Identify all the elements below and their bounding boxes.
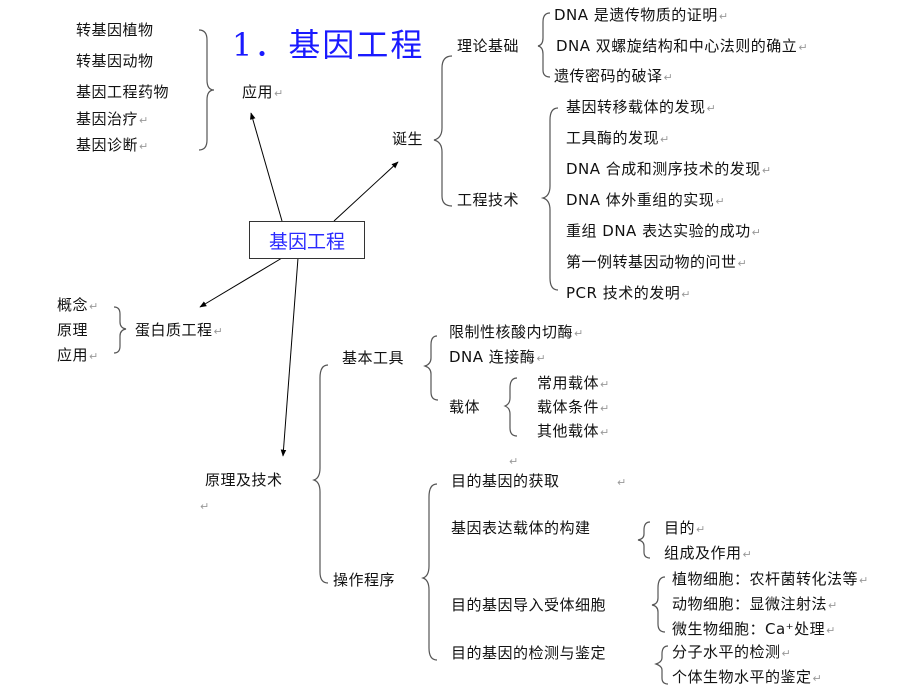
step4-item: 个体生物水平的鉴定↵ (672, 668, 823, 686)
center-node: 基因工程 (249, 221, 365, 259)
step3-item: 植物细胞：农杆菌转化法等↵ (672, 570, 869, 588)
step4-item: 分子水平的检测↵ (672, 643, 792, 661)
page-title: 1．基因工程 (232, 26, 425, 64)
procedure-label: 操作程序 (333, 571, 396, 589)
engineering-item: 第一例转基因动物的问世↵ (566, 253, 748, 271)
brace-principle (312, 364, 329, 584)
brace-birth (433, 55, 453, 207)
application-label: 应用↵ (242, 83, 284, 101)
procedure-step: 基因表达载体的构建 (451, 519, 591, 537)
protein-item: 概念↵ (57, 296, 99, 314)
tools-item: 限制性核酸内切酶↵ (449, 323, 584, 341)
tools-item: DNA 连接酶↵ (449, 348, 547, 366)
brace-protein (113, 306, 127, 354)
principle-label: 原理及技术 (205, 471, 283, 489)
step2-item: 目的↵ (664, 519, 706, 537)
theory-item: 遗传密码的破译↵ (554, 67, 674, 85)
return-mark: ↵ (200, 500, 210, 513)
protein-item: 应用↵ (57, 346, 99, 364)
protein-label: 蛋白质工程↵ (135, 321, 224, 339)
engineering-item: DNA 合成和测序技术的发现↵ (566, 160, 772, 178)
engineering-item: PCR 技术的发明↵ (566, 284, 691, 302)
vector-item: 其他载体↵ (537, 422, 610, 440)
engineering-item: 重组 DNA 表达实验的成功↵ (566, 222, 762, 240)
procedure-step: 目的基因的检测与鉴定 (451, 644, 607, 662)
application-item: 基因工程药物 (76, 83, 170, 101)
procedure-step: 目的基因导入受体细胞 (451, 596, 607, 614)
application-item: 基因治疗↵ (76, 110, 149, 128)
step3-item: 动物细胞：显微注射法↵ (672, 595, 838, 613)
return-mark: ↵ (617, 476, 627, 489)
return-mark: ↵ (509, 455, 519, 468)
brace-vector (503, 377, 518, 437)
application-item: 转基因动物 (76, 52, 154, 70)
brace-application (198, 29, 215, 151)
application-item: 转基因植物 (76, 21, 154, 39)
center-node-label: 基因工程 (268, 230, 345, 253)
protein-item: 原理 (57, 321, 89, 339)
brace-step3 (651, 576, 666, 633)
theory-item: DNA 是遗传物质的证明↵ (554, 6, 729, 24)
step2-item: 组成及作用↵ (664, 544, 753, 562)
procedure-step: 目的基因的获取 (451, 472, 560, 490)
arrow-to-protein (199, 257, 283, 308)
brace-tools (423, 335, 439, 401)
brace-engineering (540, 107, 559, 291)
brace-step4 (654, 645, 669, 685)
tools-label: 基本工具 (342, 349, 405, 367)
theory-item: DNA 双螺旋结构和中心法则的确立↵ (556, 37, 809, 55)
engineering-item: 基因转移载体的发现↵ (566, 98, 717, 116)
engineering-item: 工具酶的发现↵ (566, 129, 670, 147)
brace-step2 (637, 521, 651, 559)
engineering-item: DNA 体外重组的实现↵ (566, 191, 726, 209)
application-item: 基因诊断↵ (76, 136, 149, 154)
vector-item: 载体条件↵ (537, 398, 610, 416)
theory-label: 理论基础 (457, 37, 520, 55)
brace-procedure (421, 483, 438, 661)
arrow-to-principle (280, 257, 299, 457)
brace-theory (537, 12, 551, 78)
vector-item: 常用载体↵ (537, 374, 610, 392)
arrow-to-application (250, 112, 283, 222)
arrow-to-birth (333, 161, 399, 222)
engineering-label: 工程技术 (457, 191, 520, 209)
vector-label: 载体 (449, 398, 481, 416)
step3-item: 微生物细胞：Ca⁺处理↵ (672, 620, 836, 638)
birth-label: 诞生 (392, 130, 424, 148)
